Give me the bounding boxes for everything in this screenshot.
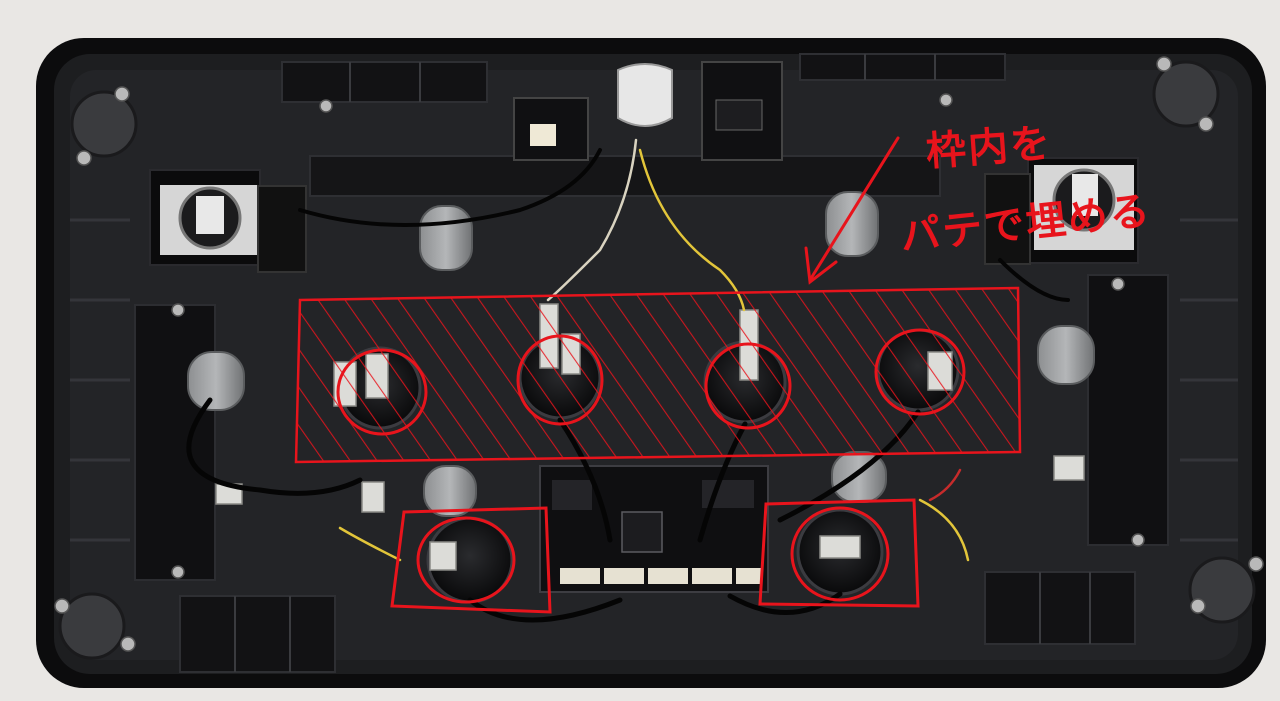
- right-lever-module: [984, 157, 1139, 265]
- left-plate: [134, 304, 216, 581]
- top-ribs: [179, 53, 1136, 673]
- arrow-icon: [804, 136, 900, 285]
- hatch-region-icon: [294, 286, 1022, 464]
- brace-bar: [309, 155, 941, 197]
- main-pcb: [539, 465, 769, 593]
- rubber-feet: [58, 60, 1256, 660]
- left-lever-module: [149, 169, 307, 273]
- circle-mark-icon: [336, 328, 966, 614]
- right-plate: [1087, 274, 1169, 546]
- top-pcb-right: [701, 61, 783, 161]
